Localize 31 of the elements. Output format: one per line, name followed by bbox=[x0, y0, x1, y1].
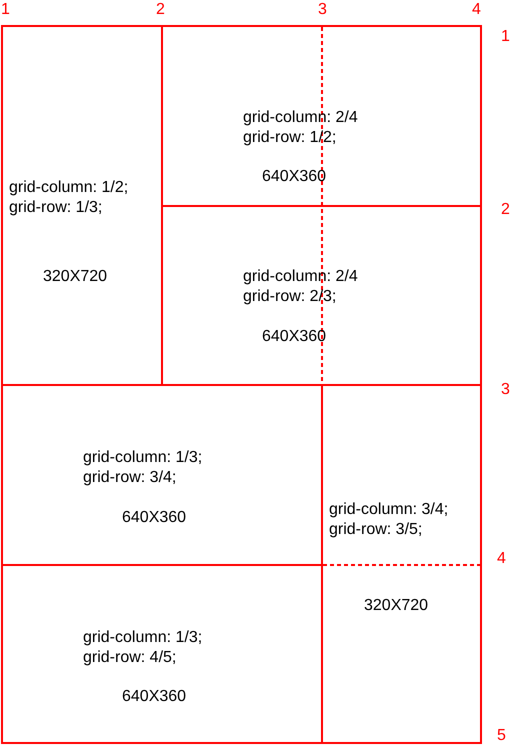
css-declaration: grid-row: 1/3; bbox=[9, 198, 102, 218]
css-declaration: grid-row: 2/3; bbox=[243, 287, 336, 307]
css-declaration: grid-row: 3/4; bbox=[83, 468, 176, 488]
css-declaration: grid-column: 2/4 bbox=[243, 108, 358, 128]
grid-line-number: 1 bbox=[1, 1, 10, 18]
grid-line-number: 1 bbox=[501, 28, 510, 45]
css-declaration: grid-row: 4/5; bbox=[83, 648, 176, 668]
css-declaration: grid-column: 1/2; bbox=[9, 178, 128, 198]
grid-cell bbox=[1, 25, 163, 386]
size-label: 640X360 bbox=[262, 167, 326, 187]
size-label: 320X720 bbox=[364, 596, 428, 616]
css-declaration: grid-column: 1/3; bbox=[83, 448, 202, 468]
css-declaration: grid-row: 3/5; bbox=[329, 520, 422, 540]
grid-line-number: 2 bbox=[156, 1, 165, 18]
grid-cell bbox=[1, 564, 323, 744]
grid-line-number: 3 bbox=[318, 1, 327, 18]
size-label: 640X360 bbox=[262, 327, 326, 347]
size-label: 640X360 bbox=[122, 687, 186, 707]
size-label: 320X720 bbox=[43, 267, 108, 287]
css-declaration: grid-column: 1/3; bbox=[83, 628, 202, 648]
grid-line-number: 4 bbox=[497, 550, 506, 567]
css-declaration: grid-column: 3/4; bbox=[329, 500, 448, 520]
css-declaration: grid-row: 1/2; bbox=[243, 128, 336, 148]
grid-line-number: 2 bbox=[501, 201, 510, 218]
grid-cell bbox=[161, 25, 482, 207]
grid-line-number: 4 bbox=[472, 1, 481, 18]
grid-cell bbox=[321, 384, 482, 744]
grid-line-number: 3 bbox=[501, 381, 510, 398]
size-label: 640X360 bbox=[122, 508, 186, 528]
css-declaration: grid-column: 2/4 bbox=[243, 267, 358, 287]
grid-line-number: 5 bbox=[497, 727, 506, 744]
